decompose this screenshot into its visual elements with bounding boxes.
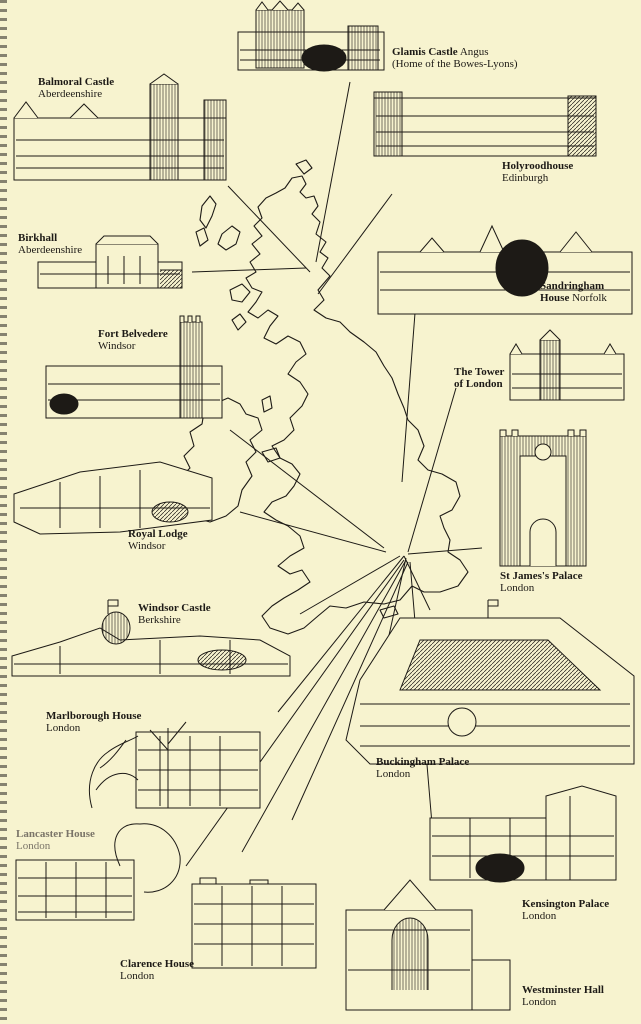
clarence-house-sketch [191,877,317,969]
mainland-outline [245,175,469,635]
balmoral-region: Aberdeenshire [38,88,103,100]
glamis-region: Angus [459,46,489,58]
label-birkhall: Birkhall Aberdeenshire [18,232,82,256]
island-wight [379,605,399,619]
balmoral-name: Balmoral Castle [38,76,115,88]
windsor-castle-sketch [11,599,291,677]
windsor-name: Windsor Castle [138,602,211,614]
glamis-name: Glamis Castle [392,46,458,58]
tower-of-london-sketch [509,329,625,401]
buckingham-palace-sketch [345,599,635,765]
island-islay [231,313,247,331]
label-st-jamess-palace: St James's Palace London [500,570,582,594]
label-buckingham-palace: Buckingham Palace London [376,756,469,780]
island-orkney [295,159,313,175]
clarence-name: Clarence House [120,958,195,970]
label-lancaster-house: Lancaster House London [16,828,95,852]
belvedere-region: Windsor [98,340,136,352]
buckingham-name: Buckingham Palace [376,756,470,768]
st-jamess-palace-sketch [499,429,587,567]
marlborough-name: Marlborough House [46,710,142,722]
belvedere-name: Fort Belvedere [98,328,168,340]
label-balmoral-castle: Balmoral Castle Aberdeenshire [38,76,114,100]
westminster-region: London [522,996,557,1008]
label-holyroodhouse: Holyroodhouse Edinburgh [502,160,573,184]
lancaster-name: Lancaster House [16,828,95,840]
island-outer-hebrides [195,195,217,247]
island-mull [229,283,251,303]
holyrood-name: Holyroodhouse [502,160,574,172]
buckingham-region: London [376,768,411,780]
map-outline-britain [177,159,469,635]
clarence-region: London [120,970,155,982]
kensington-region: London [522,910,557,922]
royal-lodge-sketch [13,461,213,535]
holyrood-region: Edinburgh [502,172,549,184]
fort-belvedere-sketch [45,315,223,419]
island-skye [217,225,241,251]
label-kensington-palace: Kensington Palace London [522,898,609,922]
label-marlborough-house: Marlborough House London [46,710,141,734]
kensington-name: Kensington Palace [522,898,610,910]
label-westminster-hall: Westminster Hall London [522,984,604,1008]
windsor-region: Berkshire [138,614,181,626]
marlborough-house-sketch [88,721,261,809]
holyroodhouse-sketch [373,91,597,157]
island-anglesey [261,447,281,463]
label-windsor-castle: Windsor Castle Berkshire [138,602,211,626]
label-glamis-castle: Glamis Castle Angus (Home of the Bowes-L… [392,46,518,70]
birkhall-region: Aberdeenshire [18,244,83,256]
sandringham-name-1: Sandringham [540,280,605,292]
label-royal-lodge: Royal Lodge Windsor [128,528,188,552]
tower-name-1: The Tower [454,366,505,378]
label-clarence-house: Clarence House London [120,958,194,982]
label-tower-of-london: The Tower of London [454,366,504,390]
label-fort-belvedere: Fort Belvedere Windsor [98,328,168,352]
marlborough-region: London [46,722,81,734]
kensington-palace-sketch [429,785,617,883]
label-sandringham-house: Sandringham House Norfolk [540,280,607,304]
glamis-castle-sketch [237,0,385,72]
lancaster-region: London [16,840,51,852]
glamis-note: (Home of the Bowes-Lyons) [392,58,518,70]
balmoral-castle-sketch [13,73,227,181]
royallodge-region: Windsor [128,540,166,552]
tower-name-2: of London [454,378,503,390]
ireland-outline [177,397,263,523]
royallodge-name: Royal Lodge [128,528,188,540]
sandringham-name-2: House [540,292,570,304]
page-edge-marks [0,0,7,1024]
lancaster-house-sketch [15,823,181,921]
sandringham-region: Norfolk [572,292,607,304]
island-man [261,395,273,413]
sandringham-house-sketch [377,224,633,315]
birkhall-name: Birkhall [18,232,58,244]
westminster-hall-sketch [345,879,511,1011]
stjames-name: St James's Palace [500,570,583,582]
birkhall-sketch [37,235,183,289]
stjames-region: London [500,582,535,594]
leader-lines [185,81,483,873]
westminster-name: Westminster Hall [522,984,604,996]
